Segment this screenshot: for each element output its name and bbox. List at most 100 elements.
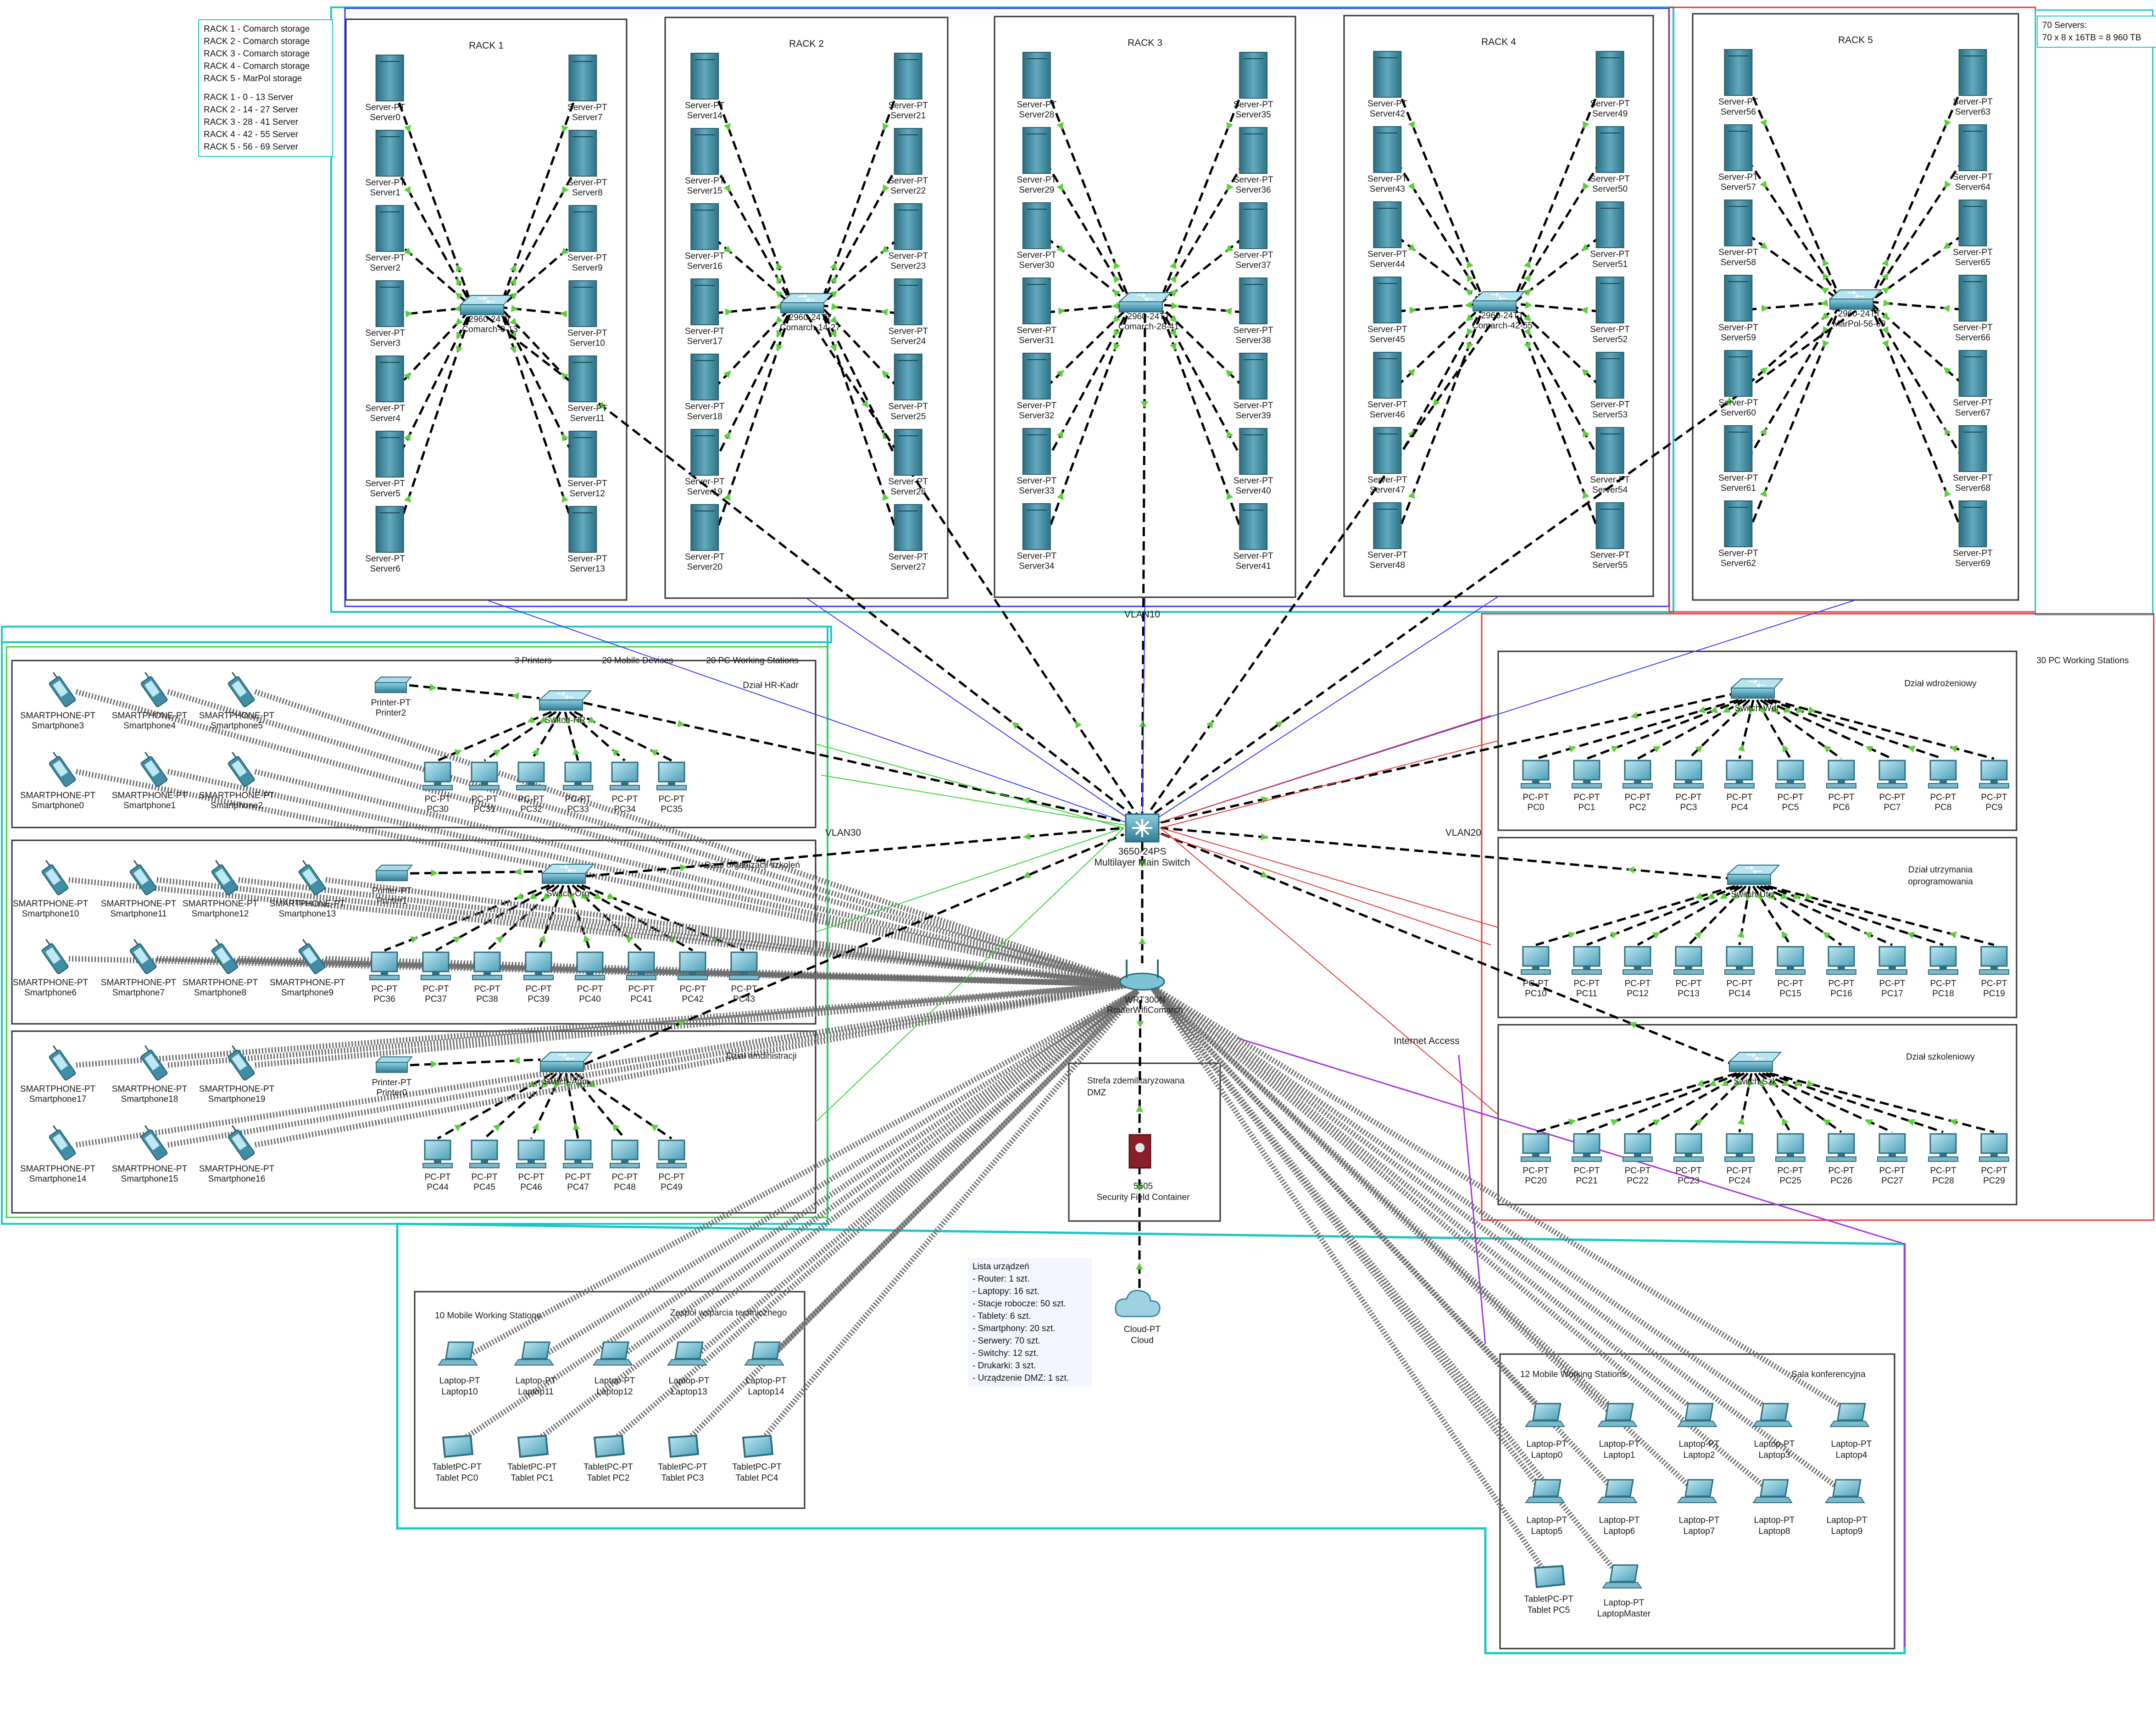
server-icon[interactable] — [568, 55, 597, 101]
laptop-icon[interactable] — [1677, 1479, 1717, 1503]
tablet-icon[interactable] — [593, 1434, 625, 1458]
server-icon[interactable] — [690, 278, 719, 325]
server-icon[interactable] — [375, 55, 404, 101]
pc-icon[interactable] — [656, 761, 687, 790]
smartphone-icon[interactable] — [38, 859, 69, 895]
server-icon[interactable] — [1022, 353, 1051, 400]
pc-icon[interactable] — [472, 951, 502, 980]
smartphone-icon[interactable] — [45, 750, 76, 787]
server-icon[interactable] — [1022, 52, 1051, 99]
pc-icon[interactable] — [1775, 1133, 1806, 1162]
smartphone-icon[interactable] — [207, 938, 239, 974]
laptop-icon[interactable] — [744, 1341, 784, 1366]
server-icon[interactable] — [1724, 49, 1753, 96]
firewall-icon[interactable] — [1128, 1134, 1151, 1169]
server-icon[interactable] — [375, 280, 404, 327]
pc-icon[interactable] — [1623, 1133, 1653, 1162]
pc-icon[interactable] — [678, 951, 708, 980]
wifi-router-icon[interactable] — [1119, 960, 1165, 991]
server-icon[interactable] — [1239, 353, 1268, 400]
server-icon[interactable] — [1958, 275, 1987, 322]
server-icon[interactable] — [1958, 200, 1987, 246]
pc-icon[interactable] — [1673, 760, 1704, 789]
printer-icon[interactable] — [375, 865, 413, 881]
server-icon[interactable] — [1724, 275, 1753, 322]
pc-icon[interactable] — [1928, 1133, 1958, 1162]
server-icon[interactable] — [1724, 500, 1753, 547]
server-icon[interactable] — [1239, 127, 1268, 174]
server-icon[interactable] — [690, 354, 719, 400]
pc-icon[interactable] — [1572, 760, 1602, 789]
server-icon[interactable] — [1958, 500, 1987, 547]
smartphone-icon[interactable] — [224, 671, 255, 707]
server-icon[interactable] — [375, 205, 404, 252]
server-icon[interactable] — [1595, 201, 1624, 248]
laptop-icon[interactable] — [1677, 1403, 1717, 1427]
server-icon[interactable] — [1595, 502, 1624, 549]
smartphone-icon[interactable] — [45, 671, 76, 707]
smartphone-icon[interactable] — [295, 938, 326, 974]
pc-icon[interactable] — [516, 761, 546, 790]
smartphone-icon[interactable] — [45, 1124, 76, 1161]
tablet-icon[interactable] — [742, 1434, 774, 1458]
server-icon[interactable] — [1373, 126, 1402, 173]
laptop-icon[interactable] — [1525, 1403, 1565, 1427]
pc-icon[interactable] — [421, 951, 451, 980]
server-icon[interactable] — [568, 280, 597, 327]
server-icon[interactable] — [1022, 278, 1051, 324]
laptop-icon[interactable] — [1752, 1479, 1793, 1503]
server-icon[interactable] — [894, 128, 922, 175]
server-icon[interactable] — [568, 355, 597, 402]
smartphone-icon[interactable] — [126, 859, 157, 895]
pc-icon[interactable] — [1623, 946, 1653, 975]
server-icon[interactable] — [894, 354, 922, 400]
server-icon[interactable] — [1373, 502, 1402, 549]
laptop-icon[interactable] — [514, 1341, 554, 1366]
pc-icon[interactable] — [1979, 946, 2009, 975]
printer-icon[interactable] — [374, 677, 412, 693]
switch-icon[interactable] — [459, 295, 513, 315]
server-icon[interactable] — [375, 431, 404, 478]
laptop-icon[interactable] — [1602, 1564, 1642, 1588]
pc-icon[interactable] — [469, 761, 500, 790]
smartphone-icon[interactable] — [137, 1124, 168, 1161]
laptop-icon[interactable] — [1825, 1479, 1865, 1503]
smartphone-icon[interactable] — [224, 1044, 255, 1081]
pc-icon[interactable] — [369, 951, 400, 980]
smartphone-icon[interactable] — [38, 938, 69, 974]
server-icon[interactable] — [375, 130, 404, 177]
pc-icon[interactable] — [1724, 1133, 1755, 1162]
server-icon[interactable] — [1595, 277, 1624, 323]
pc-icon[interactable] — [610, 761, 640, 790]
pc-icon[interactable] — [523, 951, 554, 980]
switch-icon[interactable] — [541, 864, 595, 884]
laptop-icon[interactable] — [667, 1341, 707, 1366]
server-icon[interactable] — [375, 355, 404, 402]
pc-icon[interactable] — [1877, 1133, 1907, 1162]
pc-icon[interactable] — [1724, 946, 1755, 975]
server-icon[interactable] — [1373, 427, 1402, 474]
multilayer-switch-icon[interactable] — [1125, 813, 1160, 843]
laptop-icon[interactable] — [1597, 1403, 1638, 1427]
server-icon[interactable] — [1724, 124, 1753, 171]
server-icon[interactable] — [1595, 126, 1624, 173]
server-icon[interactable] — [1239, 52, 1268, 99]
server-icon[interactable] — [1958, 124, 1987, 171]
pc-icon[interactable] — [1673, 1133, 1704, 1162]
cloud-icon[interactable] — [1115, 1289, 1161, 1317]
tablet-icon[interactable] — [667, 1434, 700, 1458]
server-icon[interactable] — [690, 203, 719, 250]
smartphone-icon[interactable] — [295, 859, 326, 895]
server-icon[interactable] — [1239, 202, 1268, 249]
smartphone-icon[interactable] — [207, 859, 239, 895]
pc-icon[interactable] — [516, 1139, 546, 1168]
server-icon[interactable] — [1958, 350, 1987, 397]
smartphone-icon[interactable] — [137, 1044, 168, 1081]
server-icon[interactable] — [1724, 350, 1753, 397]
switch-icon[interactable] — [1726, 865, 1780, 885]
pc-icon[interactable] — [1928, 946, 1958, 975]
pc-icon[interactable] — [1724, 760, 1755, 789]
pc-icon[interactable] — [575, 951, 605, 980]
server-icon[interactable] — [1724, 200, 1753, 246]
server-icon[interactable] — [568, 431, 597, 478]
